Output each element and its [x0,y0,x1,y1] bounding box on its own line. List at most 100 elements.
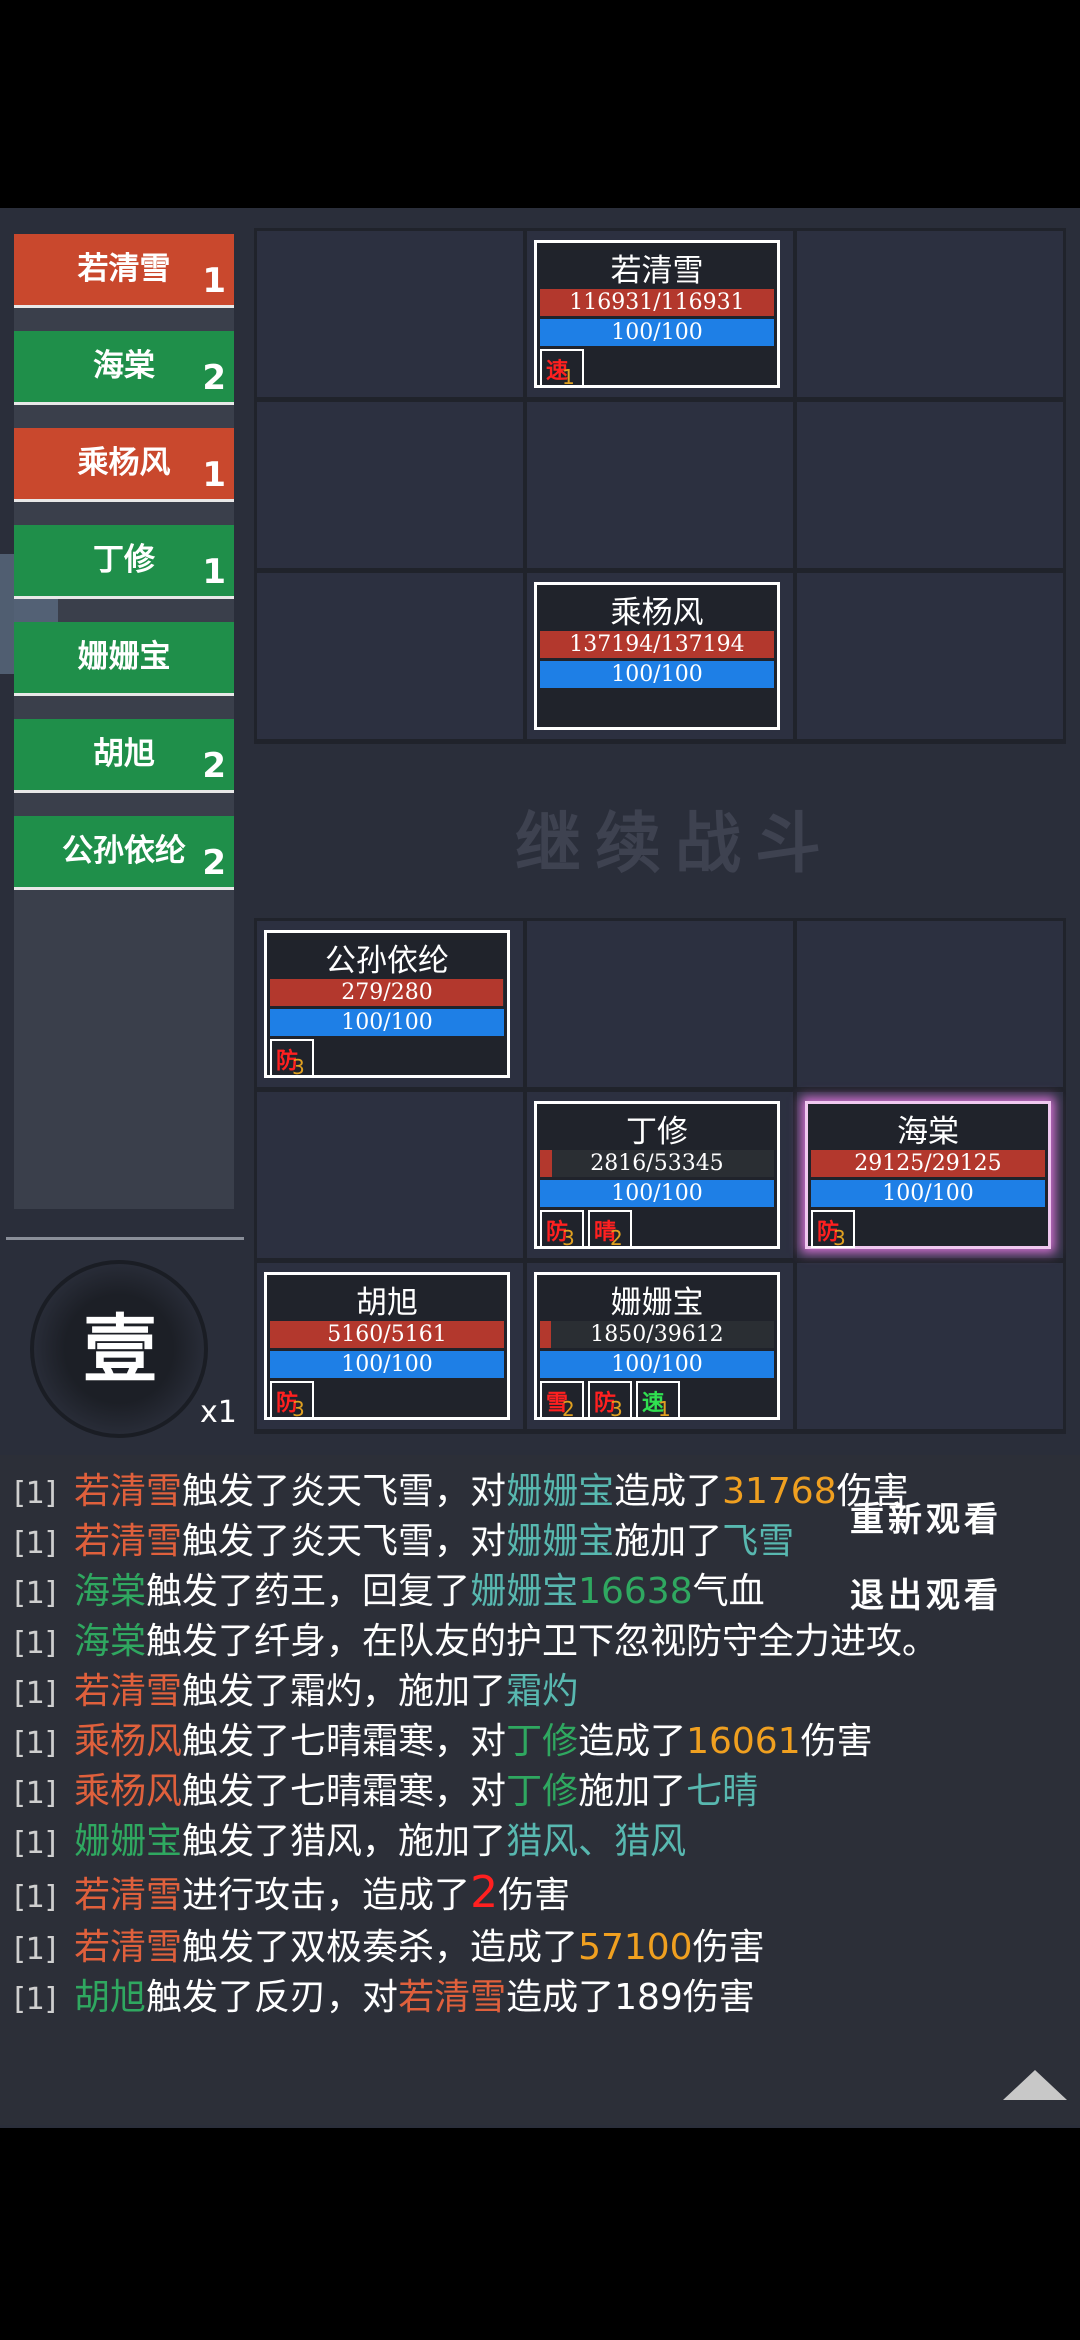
buff-icon[interactable]: 防 3 [270,1381,314,1421]
log-line: [1] 若清雪触发了双极奏杀，造成了57100伤害 [14,1918,765,1970]
log-index: [1] [14,1932,67,1967]
turn-item-num: 1 [202,261,226,301]
hp-bar: 137194/137194 [540,631,774,658]
turn-item-shanshanbao[interactable]: 姗姗宝 [14,622,234,696]
unit-name: 乘杨风 [610,595,704,631]
grid-cell [797,1263,1063,1429]
log-segment: 伤害 [692,1927,765,1968]
hp-text: 5160/5161 [327,1322,447,1347]
log-segment: 16638 [578,1571,693,1612]
log-segment: 飞雪 [722,1521,795,1562]
buff-icon[interactable]: 速 1 [636,1381,680,1421]
buff-icon[interactable]: 防 3 [270,1039,314,1079]
log-segment: 触发了炎天飞雪，对 [182,1471,507,1512]
log-segment: 若清雪 [74,1875,183,1916]
log-index: [1] [14,1476,67,1511]
unit-card-shanshanbao[interactable]: 姗姗宝 1850/39612 100/100 雪 2 防 3 速 1 [534,1272,780,1421]
log-line: [1] 姗姗宝触发了猎风，施加了猎风、猎风 [14,1812,686,1864]
log-segment: 海棠 [74,1571,147,1612]
unit-card-gongsun[interactable]: 公孙依纶 279/280 100/100 防 3 [264,930,510,1079]
log-line: [1] 海棠触发了药王，回复了姗姗宝16638气血 [14,1562,765,1614]
log-segment: 触发了七晴霜寒，对 [182,1721,507,1762]
grid-cell [797,231,1063,397]
buff-icon[interactable]: 雪 2 [540,1381,584,1421]
log-segment: 造成了 [614,1471,723,1512]
buff-char: 防 [546,1220,569,1245]
continue-battle-label[interactable]: 继续战斗 [515,804,835,882]
unit-name: 公孙依纶 [325,943,449,979]
log-line: [1] 若清雪触发了炎天飞雪，对姗姗宝造成了31768伤害 [14,1462,909,1514]
grid-cell [797,921,1063,1087]
log-index: [1] [14,1726,67,1761]
log-index: [1] [14,1776,67,1811]
log-segment: 31768 [722,1471,837,1512]
buff-char: 防 [594,1391,617,1416]
enemy-grid [254,228,1066,744]
buff-icon[interactable]: 晴 2 [588,1210,632,1250]
log-segment: 姗姗宝 [506,1521,615,1562]
buff-char: 晴 [594,1220,617,1245]
buff-icon[interactable]: 速 1 [540,349,584,389]
buff-count: 3 [610,1397,623,1421]
turn-item-ruoqingxue[interactable]: 若清雪 1 [14,234,234,308]
log-segment: 若清雪 [74,1671,183,1712]
log-index: [1] [14,1826,67,1861]
unit-card-huxu[interactable]: 胡旭 5160/5161 100/100 防 3 [264,1272,510,1421]
turn-item-gongsun[interactable]: 公孙依纶 2 [14,816,234,890]
log-segment: 姗姗宝 [470,1571,579,1612]
unit-name: 姗姗宝 [610,1285,704,1321]
turn-item-dingxiu[interactable]: 丁修 1 [14,525,234,599]
log-segment: 触发了七晴霜寒，对 [182,1771,507,1812]
buff-count: 2 [562,1397,575,1421]
grid-cell [797,573,1063,739]
ink-circle-icon [30,1260,208,1438]
log-segment: 触发了霜灼，施加了 [182,1671,507,1712]
unit-name: 丁修 [626,1114,688,1150]
buff-icon[interactable]: 防 3 [811,1210,855,1250]
unit-name: 若清雪 [610,253,704,289]
log-segment: 乘杨风 [74,1721,183,1762]
exit-watch-button[interactable]: 退出观看 [850,1576,1002,1616]
log-index: [1] [14,1626,67,1661]
speed-toggle[interactable]: x1 [200,1395,237,1430]
battle-log[interactable]: [1] 若清雪触发了炎天飞雪，对姗姗宝造成了31768伤害[1] 若清雪触发了炎… [0,1455,1080,2125]
grid-cell [257,402,523,568]
scroll-up-icon[interactable] [1003,2070,1067,2100]
log-line: [1] 乘杨风触发了七晴霜寒，对丁修施加了七晴 [14,1762,758,1814]
turn-item-chengyangfeng[interactable]: 乘杨风 1 [14,428,234,502]
log-segment: 2 [470,1867,499,1918]
log-segment: 若清雪 [74,1521,183,1562]
turn-item-haitang[interactable]: 海棠 2 [14,331,234,405]
turn-item-name: 姗姗宝 [77,639,171,675]
unit-name: 海棠 [897,1114,959,1150]
unit-card-haitang[interactable]: 海棠 29125/29125 100/100 防 3 [805,1101,1051,1250]
log-segment: 若清雪 [74,1471,183,1512]
log-index: [1] [14,1526,67,1561]
unit-card-chengyangfeng[interactable]: 乘杨风 137194/137194 100/100 [534,582,780,730]
buff-char: 防 [276,1049,299,1074]
hp-text: 1850/39612 [590,1322,724,1347]
turn-item-huxu[interactable]: 胡旭 2 [14,719,234,793]
log-segment: 七晴 [686,1771,759,1812]
log-segment: 若清雪 [74,1927,183,1968]
log-segment: 丁修 [506,1771,579,1812]
buff-icon[interactable]: 防 3 [540,1210,584,1250]
buff-count: 3 [292,1397,305,1421]
log-index: [1] [14,1880,67,1915]
turn-item-num: 2 [202,843,226,883]
grid-cell [797,402,1063,568]
rewatch-button[interactable]: 重新观看 [850,1500,1002,1540]
hp-bar: 2816/53345 [540,1150,774,1177]
log-segment: 姗姗宝 [506,1471,615,1512]
log-line: [1] 胡旭触发了反刃，对若清雪造成了189伤害 [14,1968,755,2020]
log-index: [1] [14,1676,67,1711]
log-segment: 施加了 [578,1771,687,1812]
buff-icon[interactable]: 防 3 [588,1381,632,1421]
unit-card-ruoqingxue[interactable]: 若清雪 116931/116931 100/100 速 1 [534,240,780,389]
hp-fill [270,1321,504,1348]
unit-card-dingxiu[interactable]: 丁修 2816/53345 100/100 防 3 晴 2 [534,1101,780,1250]
hp-bar: 5160/5161 [270,1321,504,1348]
turn-item-name: 若清雪 [77,251,171,287]
log-segment: 胡旭 [74,1977,147,2018]
turn-item-num: 1 [202,455,226,495]
